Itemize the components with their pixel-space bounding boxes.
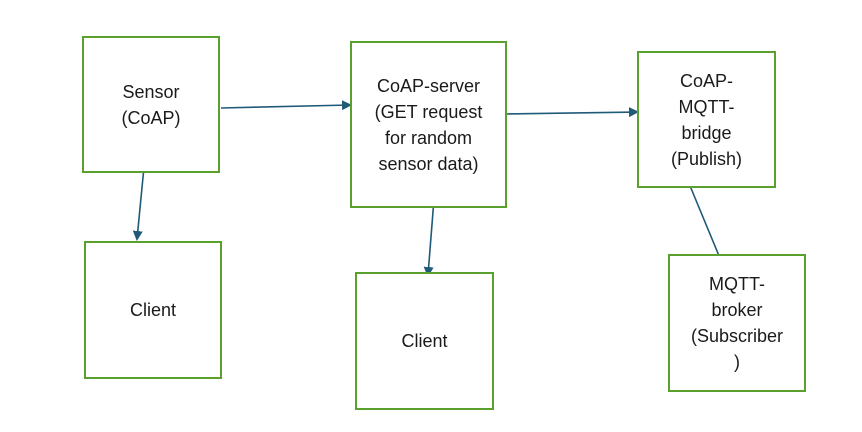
node-client-left: Client (84, 241, 222, 379)
node-client-middle-label: Client (401, 331, 448, 351)
node-sensor-label: Sensor (CoAP) (121, 81, 181, 128)
node-client-middle: Client (355, 272, 494, 410)
node-coap-mqtt-bridge: CoAP- MQTT- bridge (Publish) (637, 51, 776, 188)
edge-bridge-to-broker (687, 180, 724, 265)
node-sensor: Sensor (CoAP) (82, 36, 220, 173)
node-coap-server: CoAP-server (GET request for random sens… (350, 41, 507, 208)
edge-coap-server-to-bridge (506, 107, 639, 118)
node-coap-mqtt-bridge-label: CoAP- MQTT- bridge (Publish) (670, 70, 743, 169)
edge-coap-server-to-client (423, 198, 435, 277)
edge-sensor-to-coap-server (220, 100, 352, 111)
node-mqtt-broker-label: MQTT- broker (Subscriber ) (690, 274, 784, 372)
node-client-left-label: Client (129, 300, 177, 320)
node-mqtt-broker: MQTT- broker (Subscriber ) (668, 254, 806, 392)
node-coap-server-label: CoAP-server (GET request for random sens… (374, 75, 483, 174)
edge-sensor-to-client (132, 166, 145, 241)
